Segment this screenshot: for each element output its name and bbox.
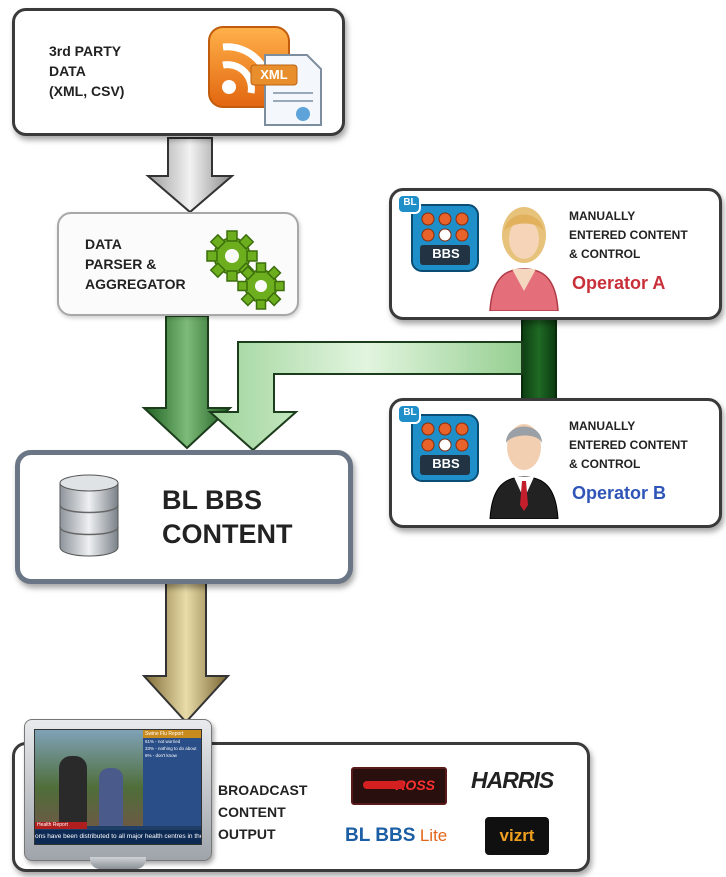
harris-logo: HARRIS <box>471 767 554 793</box>
female-operator-icon <box>489 207 559 311</box>
panel-line: 33% - nothing to do about <box>145 746 197 751</box>
arrow-dark-green <box>141 315 233 450</box>
broadcast-label: BROADCAST CONTENT OUTPUT <box>218 782 308 842</box>
tv-monitor: Swine Flu Report 61% - not worried 33% -… <box>20 715 216 873</box>
male-operator-icon <box>489 424 559 519</box>
ross-swoosh <box>363 781 405 789</box>
operator-a-label: MANUALLY ENTERED CONTENT & CONTROL <box>569 209 688 261</box>
tv-scene <box>35 730 143 826</box>
operator-a-name: Operator A <box>572 273 666 293</box>
panel-line: 6% - don't know <box>145 753 177 758</box>
tv-screen: Swine Flu Report 61% - not worried 33% -… <box>34 729 202 845</box>
lower-third: Health Report <box>35 822 87 829</box>
gears-icon <box>206 230 285 310</box>
operator-a-box: BL BBS MANUALLY ENTERED CONTENT & CONTRO… <box>389 188 722 320</box>
bbs-app-label: BBS <box>432 246 460 261</box>
ross-logo: ROSS <box>351 767 447 805</box>
bl-bbs-lite-suffix: Lite <box>419 826 448 845</box>
data-parser-box: DATA PARSER & AGGREGATOR <box>57 212 299 316</box>
bl-badge: BL <box>403 407 417 418</box>
bl-badge: BL <box>403 197 417 208</box>
bl-bbs-lite-logo: BL BBS Lite <box>345 825 447 847</box>
vizrt-logo: vizrt <box>485 817 549 855</box>
rss-xml-icon <box>208 26 322 126</box>
operator-link-bar <box>521 317 557 403</box>
tv-stand <box>90 857 146 869</box>
parser-label: DATA PARSER & AGGREGATOR <box>85 236 186 292</box>
news-ticker: ons have been distributed to all major h… <box>35 830 201 844</box>
bbs-app-icon <box>398 405 479 482</box>
bbs-app-icon <box>398 195 479 272</box>
vizrt-logo-text: vizrt <box>499 826 535 845</box>
operator-b-box: BL BBS MANUALLY ENTERED CONTENT & CONTRO… <box>389 398 722 528</box>
panel-title: Swine Flu Report <box>143 730 201 738</box>
reporter-2 <box>99 768 123 826</box>
panel-line: 61% - not worried <box>145 739 181 744</box>
bbs-app-label: BBS <box>432 456 460 471</box>
arrow-tan <box>141 579 231 724</box>
xml-badge: XML <box>260 67 288 82</box>
reporter-1 <box>59 756 87 826</box>
operator-b-label: MANUALLY ENTERED CONTENT & CONTROL <box>569 419 688 471</box>
database-icon <box>59 474 119 557</box>
third-party-data-box: 3rd PARTY DATA (XML, CSV) XML <box>12 8 345 136</box>
third-party-label: 3rd PARTY DATA (XML, CSV) <box>49 43 125 99</box>
content-label: BL BBS CONTENT <box>162 485 293 549</box>
arrow-gray <box>145 137 235 214</box>
bl-bbs-content-box: BL BBS CONTENT <box>15 450 353 584</box>
bl-bbs-lite-main: BL BBS <box>345 825 416 846</box>
operator-b-name: Operator B <box>572 483 667 503</box>
arrow-light-green <box>207 341 523 452</box>
ross-logo-text: ROSS <box>395 777 435 793</box>
tv-side-panel: Swine Flu Report 61% - not worried 33% -… <box>143 730 201 826</box>
